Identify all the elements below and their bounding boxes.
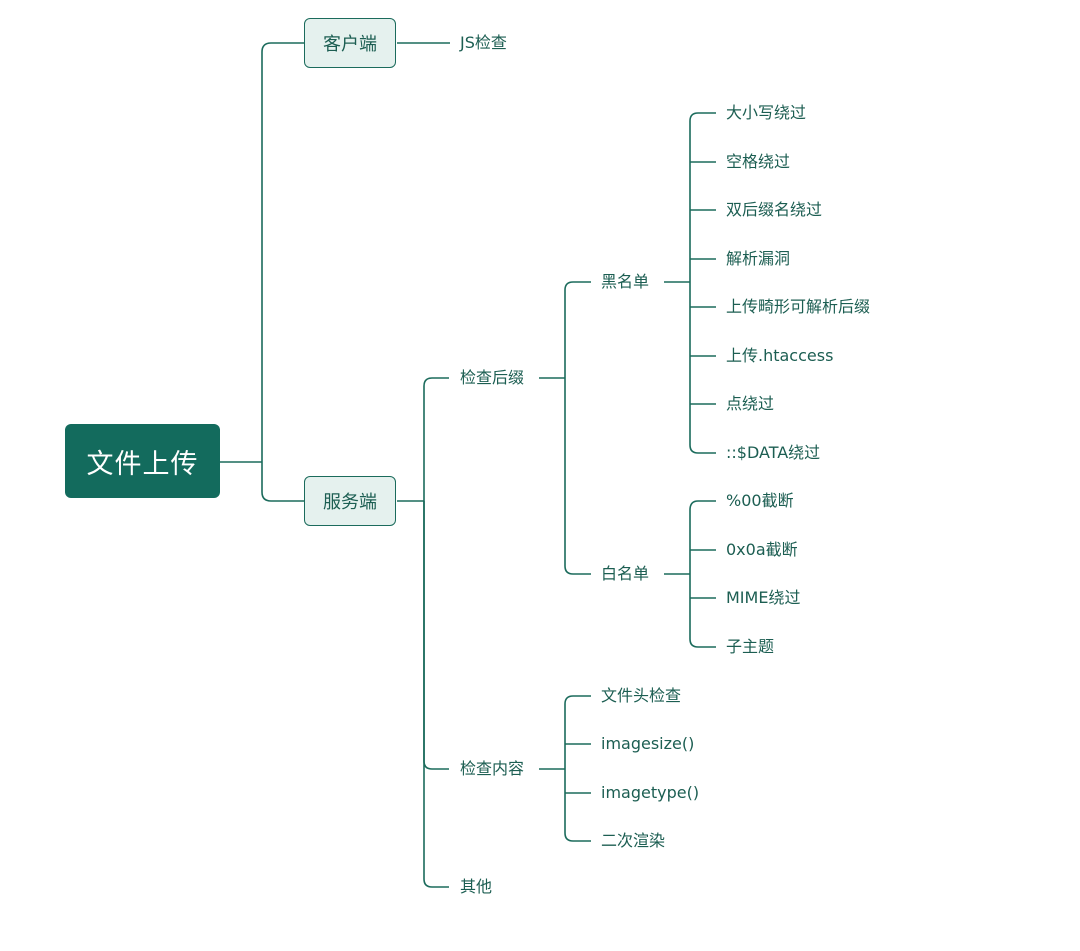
leaf-content-item[interactable]: 文件头检查 (601, 686, 682, 705)
leaf-blacklist-item[interactable]: 上传畸形可解析后缀 (726, 297, 871, 316)
edge-root-client (261, 42, 304, 462)
leaf-blacklist-item[interactable]: 上传.htaccess (726, 346, 834, 365)
edge-server-other (423, 501, 449, 888)
edge-black-8 (689, 282, 716, 454)
node-blacklist[interactable]: 黑名单 (601, 272, 650, 291)
node-client[interactable]: 客户端 (304, 18, 396, 68)
leaf-content-item[interactable]: imagetype() (601, 783, 700, 802)
leaf-whitelist-item[interactable]: MIME绕过 (726, 588, 801, 607)
leaf-whitelist-item[interactable]: 0x0a截断 (726, 540, 798, 559)
edge-suffix-white (564, 378, 591, 575)
node-client-label: 客户端 (323, 34, 377, 55)
edge-server-content (423, 501, 449, 770)
leaf-blacklist-item[interactable]: 点绕过 (726, 394, 775, 413)
leaf-content-item[interactable]: imagesize() (601, 734, 695, 753)
node-check-content[interactable]: 检查内容 (460, 759, 525, 778)
edge-content-4 (564, 769, 591, 842)
node-whitelist[interactable]: 白名单 (601, 564, 650, 583)
edge-server-suffix (423, 377, 449, 501)
edge-suffix-black (564, 281, 591, 378)
leaf-blacklist-item[interactable]: 空格绕过 (726, 152, 791, 171)
leaf-whitelist-item[interactable]: 子主题 (726, 637, 775, 656)
node-js-check[interactable]: JS检查 (460, 33, 507, 52)
leaf-blacklist-item[interactable]: 解析漏洞 (726, 249, 791, 268)
leaf-blacklist-item[interactable]: 双后缀名绕过 (726, 200, 823, 219)
node-other[interactable]: 其他 (460, 877, 493, 896)
root-node[interactable]: 文件上传 (65, 424, 220, 498)
leaf-blacklist-item[interactable]: ::$DATA绕过 (726, 443, 821, 462)
node-server-label: 服务端 (323, 492, 377, 513)
edge-black-1 (689, 112, 716, 282)
edge-white-1 (689, 500, 716, 574)
edge-white-4 (689, 574, 716, 648)
node-check-suffix[interactable]: 检查后缀 (460, 368, 525, 387)
leaf-blacklist-item[interactable]: 大小写绕过 (726, 103, 807, 122)
node-server[interactable]: 服务端 (304, 476, 396, 526)
leaf-content-item[interactable]: 二次渲染 (601, 831, 666, 850)
root-label: 文件上传 (86, 448, 199, 480)
edge-content-1 (564, 695, 591, 769)
leaf-whitelist-item[interactable]: %00截断 (726, 491, 794, 510)
edge-root-server (261, 462, 304, 502)
